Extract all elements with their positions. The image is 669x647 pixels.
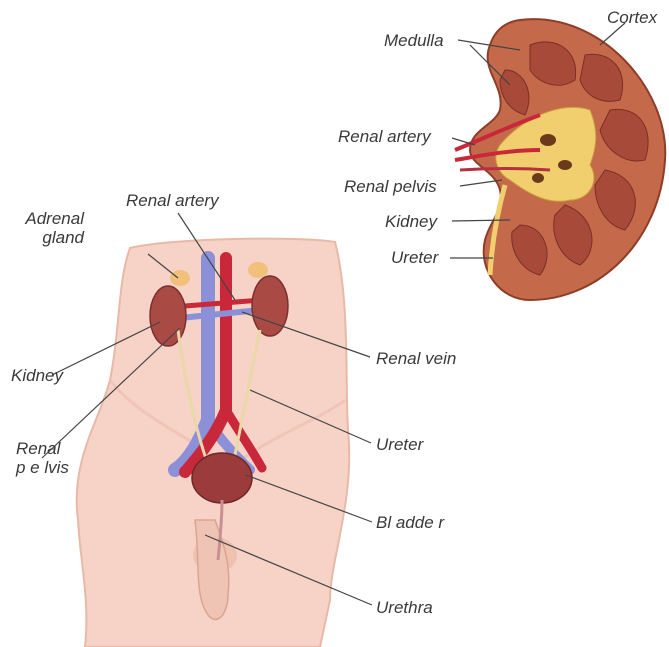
label-ureter-body: Ureter: [376, 435, 423, 454]
label-renal-artery-kidney: Renal artery: [338, 127, 431, 146]
label-kidney-body: Kidney: [11, 366, 63, 385]
label-urethra: Urethra: [376, 598, 433, 617]
label-cortex: Cortex: [607, 8, 657, 27]
label-kidney-section: Kidney: [385, 212, 437, 231]
label-adrenal-gland: Adrenal gland: [6, 209, 84, 247]
label-medulla: Medulla: [384, 31, 444, 50]
label-renal-pelvis-kidney: Renal pelvis: [344, 177, 437, 196]
label-ureter-section: Ureter: [391, 248, 438, 267]
label-renal-vein: Renal vein: [376, 349, 456, 368]
label-renal-artery-body: Renal artery: [126, 191, 219, 210]
label-renal-pelvis-body: Renal p e lvis: [16, 439, 69, 477]
label-bladder: Bl adde r: [376, 513, 444, 532]
